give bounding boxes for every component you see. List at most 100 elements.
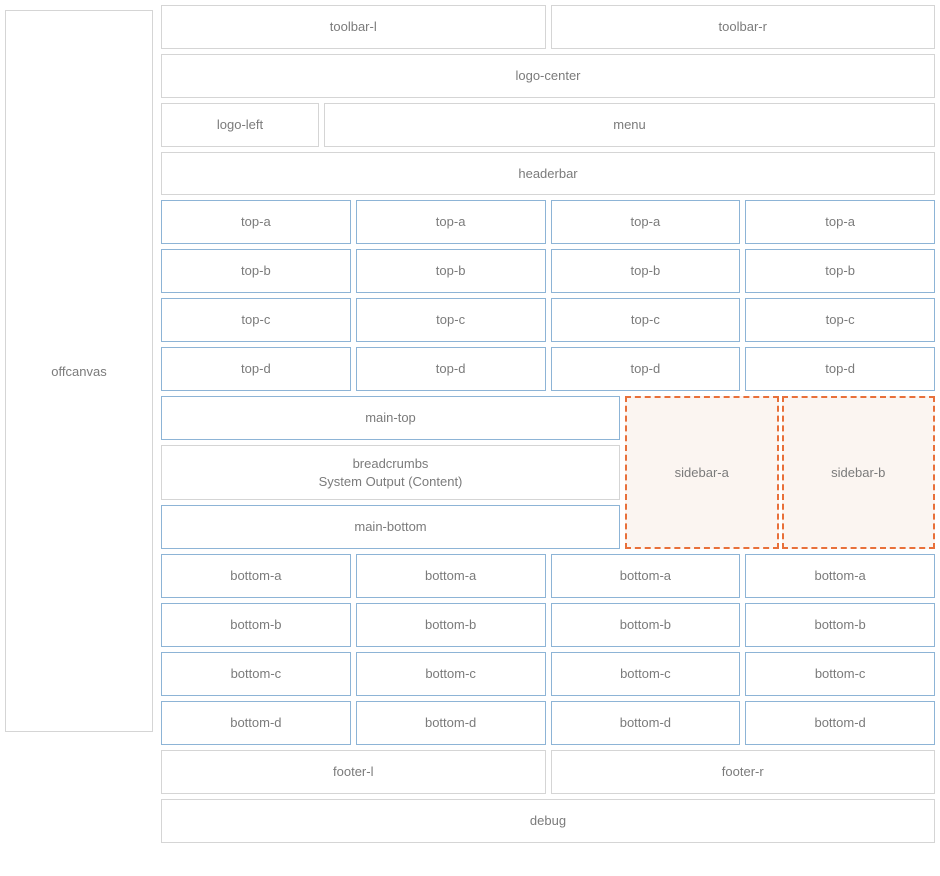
toolbar-left-label: toolbar-l (329, 19, 377, 35)
bottom-d-cell-3[interactable]: bottom-d (550, 701, 741, 745)
top-a-cell-1[interactable]: top-a (161, 200, 351, 244)
top-b-cell-2[interactable]: top-b (355, 249, 546, 293)
footer-right-label: footer-r (721, 764, 764, 780)
headerbar-region[interactable]: headerbar (161, 152, 935, 195)
bottom-d-label-2: bottom-d (424, 715, 477, 731)
top-a-label-2: top-a (435, 214, 466, 230)
top-b-cell-3[interactable]: top-b (550, 249, 741, 293)
top-a-row: top-a top-a top-a top-a (161, 200, 935, 244)
sidebar-b-label: sidebar-b (831, 464, 886, 480)
bottom-c-label-2: bottom-c (425, 666, 476, 682)
sidebar-a-region[interactable]: sidebar-a (625, 396, 779, 549)
bottom-c-cell-4[interactable]: bottom-c (745, 652, 935, 696)
bottom-b-cell-4[interactable]: bottom-b (745, 603, 935, 647)
top-a-label-4: top-a (825, 214, 855, 230)
bottom-d-cell-4[interactable]: bottom-d (745, 701, 935, 745)
bottom-c-label-1: bottom-c (230, 666, 282, 682)
menu-region[interactable]: menu (324, 103, 935, 147)
headerbar-label: headerbar (518, 165, 578, 181)
bottom-c-label-3: bottom-c (620, 666, 671, 682)
main-content-region[interactable]: breadcrumbs System Output (Content) (161, 445, 620, 500)
debug-row: debug (161, 799, 935, 843)
sidebar-b-region[interactable]: sidebar-b (781, 396, 935, 549)
logo-center-row: logo-center (161, 54, 935, 98)
top-d-label-2: top-d (435, 361, 466, 377)
toolbar-left-region[interactable]: toolbar-l (161, 5, 546, 49)
top-d-cell-1[interactable]: top-d (161, 347, 351, 391)
top-b-cell-4[interactable]: top-b (745, 249, 935, 293)
top-d-label-4: top-d (825, 361, 855, 377)
toolbar-right-label: toolbar-r (718, 19, 767, 35)
top-c-cell-2[interactable]: top-c (355, 298, 546, 342)
top-a-cell-3[interactable]: top-a (550, 200, 741, 244)
top-d-cell-2[interactable]: top-d (355, 347, 546, 391)
footer-left-label: footer-l (333, 764, 374, 780)
bottom-a-label-3: bottom-a (619, 568, 672, 584)
top-c-cell-3[interactable]: top-c (550, 298, 741, 342)
menu-label: menu (613, 117, 646, 133)
bottom-b-label-4: bottom-b (814, 617, 866, 633)
bottom-c-cell-3[interactable]: bottom-c (550, 652, 741, 696)
top-c-cell-4[interactable]: top-c (745, 298, 935, 342)
top-b-row: top-b top-b top-b top-b (161, 249, 935, 293)
bottom-d-cell-1[interactable]: bottom-d (161, 701, 351, 745)
top-c-label-1: top-c (241, 312, 271, 328)
top-b-cell-1[interactable]: top-b (161, 249, 351, 293)
top-b-label-4: top-b (825, 263, 855, 279)
bottom-b-label-2: bottom-b (424, 617, 477, 633)
bottom-a-row: bottom-a bottom-a bottom-a bottom-a (161, 554, 935, 598)
bottom-c-cell-2[interactable]: bottom-c (355, 652, 546, 696)
bottom-b-cell-1[interactable]: bottom-b (161, 603, 351, 647)
top-c-label-3: top-c (630, 312, 660, 328)
footer-left-region[interactable]: footer-l (161, 750, 546, 794)
bottom-b-cell-3[interactable]: bottom-b (550, 603, 741, 647)
top-a-label-3: top-a (630, 214, 661, 230)
bottom-b-label-1: bottom-b (230, 617, 282, 633)
debug-label: debug (529, 813, 567, 829)
bottom-a-cell-1[interactable]: bottom-a (161, 554, 351, 598)
bottom-c-cell-1[interactable]: bottom-c (161, 652, 351, 696)
main-top-region[interactable]: main-top (161, 396, 620, 440)
bottom-c-label-4: bottom-c (814, 666, 866, 682)
offcanvas-panel[interactable]: offcanvas (5, 10, 153, 732)
top-c-label-4: top-c (825, 312, 855, 328)
top-a-cell-4[interactable]: top-a (745, 200, 935, 244)
bottom-a-cell-3[interactable]: bottom-a (550, 554, 741, 598)
toolbar-right-region[interactable]: toolbar-r (550, 5, 935, 49)
logo-left-label: logo-left (216, 117, 264, 133)
top-d-cell-3[interactable]: top-d (550, 347, 741, 391)
logo-left-region[interactable]: logo-left (161, 103, 319, 147)
top-c-label-2: top-c (436, 312, 466, 328)
bottom-d-label-3: bottom-d (619, 715, 672, 731)
bottom-a-label-4: bottom-a (814, 568, 866, 584)
top-a-cell-2[interactable]: top-a (355, 200, 546, 244)
footer-right-region[interactable]: footer-r (550, 750, 935, 794)
bottom-d-cell-2[interactable]: bottom-d (355, 701, 546, 745)
top-a-label-1: top-a (241, 214, 271, 230)
bottom-a-cell-2[interactable]: bottom-a (355, 554, 546, 598)
bottom-a-cell-4[interactable]: bottom-a (745, 554, 935, 598)
top-d-label-1: top-d (241, 361, 271, 377)
bottom-d-row: bottom-d bottom-d bottom-d bottom-d (161, 701, 935, 745)
footer-row: footer-l footer-r (161, 750, 935, 794)
bottom-b-label-3: bottom-b (619, 617, 672, 633)
top-d-label-3: top-d (630, 361, 661, 377)
bottom-a-label-2: bottom-a (424, 568, 477, 584)
bottom-b-cell-2[interactable]: bottom-b (355, 603, 546, 647)
top-b-label-2: top-b (435, 263, 466, 279)
main-bottom-region[interactable]: main-bottom (161, 505, 620, 549)
top-b-label-3: top-b (630, 263, 661, 279)
debug-region[interactable]: debug (161, 799, 935, 843)
sidebar-group: sidebar-a sidebar-b (625, 396, 935, 549)
main-top-label: main-top (365, 410, 416, 426)
layout-stack: toolbar-l toolbar-r logo-center logo-lef… (161, 5, 935, 843)
top-c-row: top-c top-c top-c top-c (161, 298, 935, 342)
bottom-b-row: bottom-b bottom-b bottom-b bottom-b (161, 603, 935, 647)
bottom-c-row: bottom-c bottom-c bottom-c bottom-c (161, 652, 935, 696)
logo-center-region[interactable]: logo-center (161, 54, 935, 98)
top-d-cell-4[interactable]: top-d (745, 347, 935, 391)
bottom-d-label-4: bottom-d (814, 715, 866, 731)
top-c-cell-1[interactable]: top-c (161, 298, 351, 342)
main-sidebar-band: main-top breadcrumbs System Output (Cont… (161, 396, 935, 549)
